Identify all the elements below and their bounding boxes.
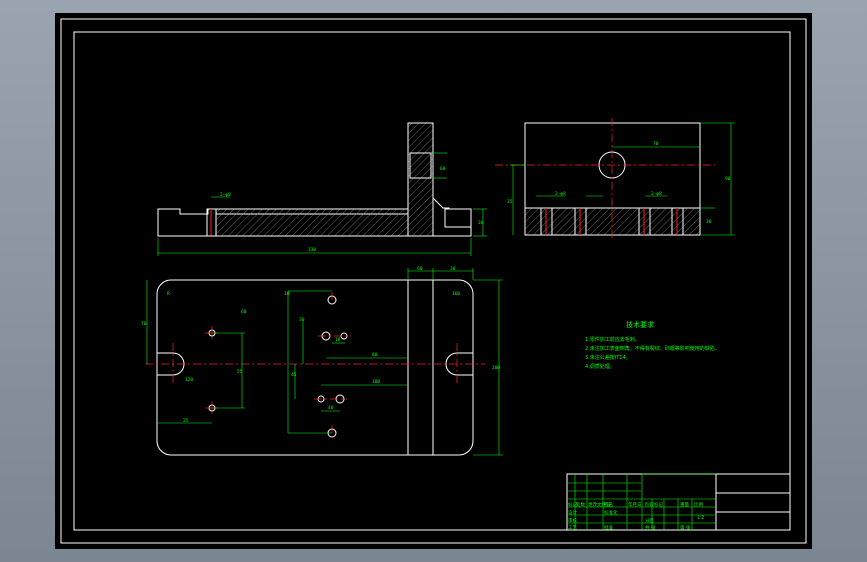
tb-count: 处数: [576, 501, 585, 508]
dim-plan-h4: 100: [372, 379, 380, 385]
tb-scale: 比例: [694, 501, 703, 508]
tb-change-no: 更改文件号: [588, 501, 611, 508]
drawing-canvas: 330 30 60 2-φ8: [60, 18, 807, 544]
dim-plan-side: 70: [141, 321, 147, 327]
dim-side-depth: 35: [507, 199, 513, 205]
tech-requirement-line: 4.调质处理。: [585, 363, 615, 370]
drawing-sheet: 330 30 60 2-φ8: [55, 13, 812, 549]
tech-requirements: 技术要求 1.零件加工前应去毛刺。 2.未注加工表面倒角，不得有裂纹、砂眼等影响…: [585, 320, 720, 370]
dim-plan-h5: 120: [185, 377, 193, 383]
tech-requirements-title: 技术要求: [626, 320, 654, 329]
dim-plan-h1: 25: [183, 418, 189, 424]
dim-side-hole-b: 2-φ8: [651, 191, 662, 197]
dim-side-width: 70: [653, 141, 659, 147]
front-section-view: 330 30 60 2-φ8: [157, 122, 487, 256]
dim-front-hole-a: 2-φ8: [220, 192, 231, 198]
dim-plan-top-a: 60: [417, 266, 423, 272]
tb-mark: 标记: [568, 501, 577, 508]
dim-plan-left: R: [167, 291, 170, 297]
tb-process: 工艺: [568, 525, 577, 531]
tb-stage-mark: 阶段标记: [645, 501, 663, 508]
dim-plan-h3: 80: [372, 352, 378, 358]
tb-sheet-no: 第 张: [680, 524, 691, 531]
tech-requirement-line: 1.零件加工前应去毛刺。: [585, 336, 640, 343]
dim-front-slot: 60: [440, 166, 446, 172]
front-hatch-riser: [407, 122, 434, 237]
tb-date: 年月日: [628, 501, 642, 508]
plan-view: 60 30 200 70 R 55 25 10 30: [141, 266, 503, 456]
title-block: 标记 处数 更改文件号 签名 年月日 设计 标准化 审核 工艺 批准 阶段标记 …: [566, 473, 791, 531]
tb-zone: 分区: [645, 517, 654, 524]
plan-outline: [156, 279, 474, 456]
dim-side-height: 90: [725, 176, 731, 182]
dim-front-length: 330: [308, 247, 316, 253]
tb-design: 设计: [568, 509, 577, 516]
front-hatch-base: [215, 208, 409, 237]
tb-check: 审核: [568, 517, 577, 524]
tb-sheet: 共 张: [645, 524, 656, 531]
outer-border: [60, 18, 807, 544]
tb-scale-value: 1:2: [697, 515, 704, 521]
dim-plan-v4: 60: [241, 309, 247, 315]
dim-plan-v1: 10: [284, 291, 290, 297]
tb-weight: 重量: [680, 501, 689, 508]
side-view: 70 90 35 2-φ8 2-φ8 30: [495, 118, 735, 238]
dim-plan-top-b: 30: [450, 266, 456, 272]
dim-side-hole-a: 2-φ8: [555, 191, 566, 197]
dim-front-height: 30: [478, 220, 484, 226]
dim-plan-right: 160: [452, 291, 460, 297]
dim-plan-v2: 30: [299, 317, 305, 323]
tech-requirement-line: 3.未注公差按IT14。: [585, 354, 631, 361]
inner-border: [73, 31, 791, 531]
tb-standard: 标准化: [604, 509, 618, 516]
dim-plan-width: 200: [492, 365, 500, 371]
tb-sign: 签名: [604, 501, 613, 508]
dim-plan-h6: 18: [335, 337, 341, 343]
dim-plan-v3: 45: [291, 372, 297, 378]
dim-plan-h7: 40: [328, 405, 334, 411]
tb-approve: 批准: [604, 524, 613, 531]
dim-side-base: 30: [706, 219, 712, 225]
tech-requirement-line: 2.未注加工表面倒角，不得有裂纹、砂眼等影响使用的缺陷。: [585, 345, 720, 352]
dim-plan-h2: 55: [237, 369, 243, 375]
